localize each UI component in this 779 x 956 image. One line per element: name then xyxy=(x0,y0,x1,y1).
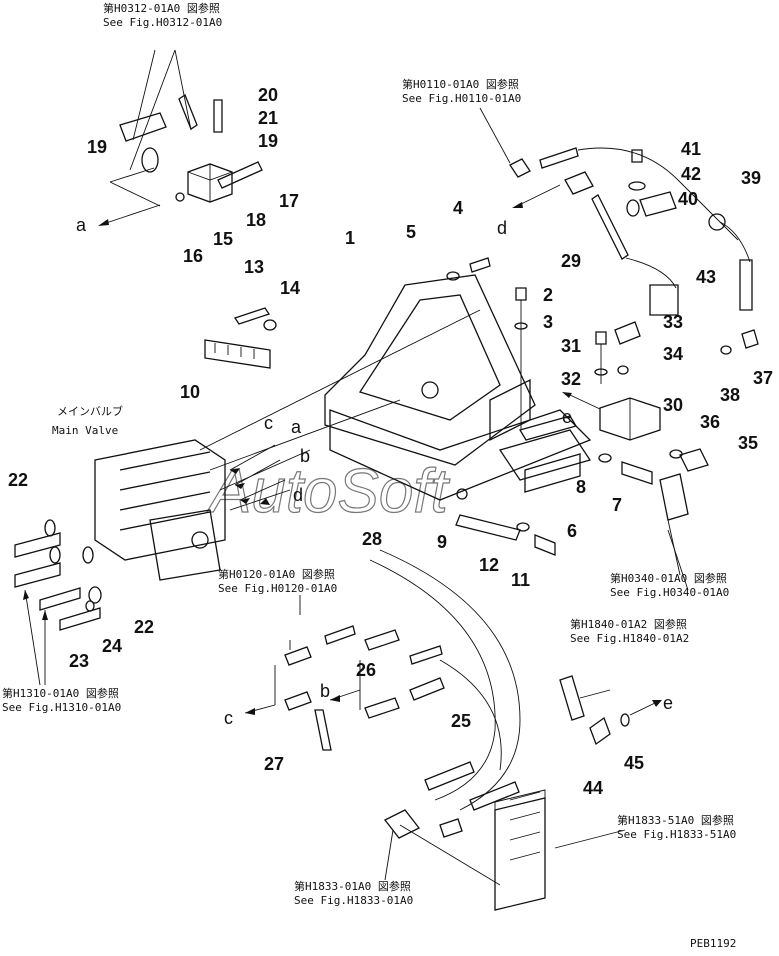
part-number: 35 xyxy=(738,433,758,453)
part-number: 18 xyxy=(246,210,266,230)
part-number: 17 xyxy=(279,191,299,211)
part-number: 16 xyxy=(183,246,203,266)
ref-label-jp: 第H0120-01A0 図参照 xyxy=(218,567,335,581)
part-number: 26 xyxy=(356,660,376,680)
part-number: 25 xyxy=(451,711,471,731)
part-number: 44 xyxy=(583,778,603,798)
ref-label-en: See Fig.H1833-01A0 xyxy=(294,894,413,907)
watermark: AutoSoft xyxy=(206,457,451,526)
connection-letter: b xyxy=(300,446,310,466)
part-number: 23 xyxy=(69,651,89,671)
part-number: 36 xyxy=(700,412,720,432)
ref-label-en: See Fig.H0312-01A0 xyxy=(103,16,222,29)
part-number: 43 xyxy=(696,267,716,287)
main-valve-label-en: Main Valve xyxy=(52,424,118,437)
part-number: 41 xyxy=(681,139,701,159)
part-number: 28 xyxy=(362,529,382,549)
part-number: 37 xyxy=(753,368,773,388)
part-number: 8 xyxy=(576,477,586,497)
connection-letter: d xyxy=(497,218,507,238)
ref-label-en: See Fig.H1833-51A0 xyxy=(617,828,736,841)
part-number: 19 xyxy=(258,131,278,151)
part-number: 24 xyxy=(102,636,122,656)
part-number: 38 xyxy=(720,385,740,405)
ref-label-en: See Fig.H0110-01A0 xyxy=(402,92,521,105)
part-number: 1 xyxy=(345,228,355,248)
connection-letter: d xyxy=(293,485,303,505)
ref-label-en: See Fig.H0340-01A0 xyxy=(610,586,729,599)
part-number: 4 xyxy=(453,198,463,218)
connection-letter: e xyxy=(663,693,673,713)
part-number: 11 xyxy=(511,570,530,590)
part-number: 6 xyxy=(567,521,577,541)
part-number: 13 xyxy=(244,257,264,277)
part-number: 40 xyxy=(678,189,698,209)
ref-label-jp: 第H1310-01A0 図参照 xyxy=(2,686,119,700)
ref-label-jp: 第H1833-51A0 図参照 xyxy=(617,813,734,827)
connection-letter: a xyxy=(76,215,87,235)
part-number: 30 xyxy=(663,395,683,415)
part-number: 7 xyxy=(612,495,622,515)
part-number: 10 xyxy=(180,382,200,402)
part-number: 31 xyxy=(561,336,581,356)
part-number: 9 xyxy=(437,532,447,552)
ref-label-en: See Fig.H0120-01A0 xyxy=(218,582,337,595)
ref-label-jp: 第H0110-01A0 図参照 xyxy=(402,77,519,91)
part-number: 45 xyxy=(624,753,644,773)
main-valve-label-jp: メインバルブ xyxy=(57,404,123,418)
ref-label-jp: 第H1833-01A0 図参照 xyxy=(294,879,411,893)
part-number: 3 xyxy=(543,312,553,332)
part-number: 29 xyxy=(561,251,581,271)
connection-letter: e xyxy=(562,407,572,427)
part-number: 22 xyxy=(134,617,154,637)
connection-letter: c xyxy=(224,708,233,728)
part-number: 12 xyxy=(479,555,499,575)
part-number: 20 xyxy=(258,85,278,105)
part-number: 19 xyxy=(87,137,107,157)
part-number: 22 xyxy=(8,470,28,490)
part-number: 21 xyxy=(258,108,278,128)
part-number: 42 xyxy=(681,164,701,184)
part-number: 34 xyxy=(663,344,683,364)
connection-letter: c xyxy=(264,413,273,433)
part-number: 27 xyxy=(264,754,284,774)
ref-label-jp: 第H0312-01A0 図参照 xyxy=(103,1,220,15)
connection-letter: b xyxy=(320,681,330,701)
part-number: 5 xyxy=(406,222,416,242)
drawing-code: PEB1192 xyxy=(690,937,736,950)
connection-letter: a xyxy=(291,417,302,437)
ref-label-en: See Fig.H1310-01A0 xyxy=(2,701,121,714)
line-art xyxy=(14,49,759,911)
part-number: 2 xyxy=(543,285,553,305)
part-number: 33 xyxy=(663,312,683,332)
ref-label-en: See Fig.H1840-01A2 xyxy=(570,632,689,645)
ref-label-jp: 第H0340-01A0 図参照 xyxy=(610,571,727,585)
part-number: 15 xyxy=(213,229,233,249)
ref-label-jp: 第H1840-01A2 図参照 xyxy=(570,617,687,631)
part-number: 14 xyxy=(280,278,300,298)
part-number: 39 xyxy=(741,168,761,188)
part-number: 32 xyxy=(561,369,581,389)
